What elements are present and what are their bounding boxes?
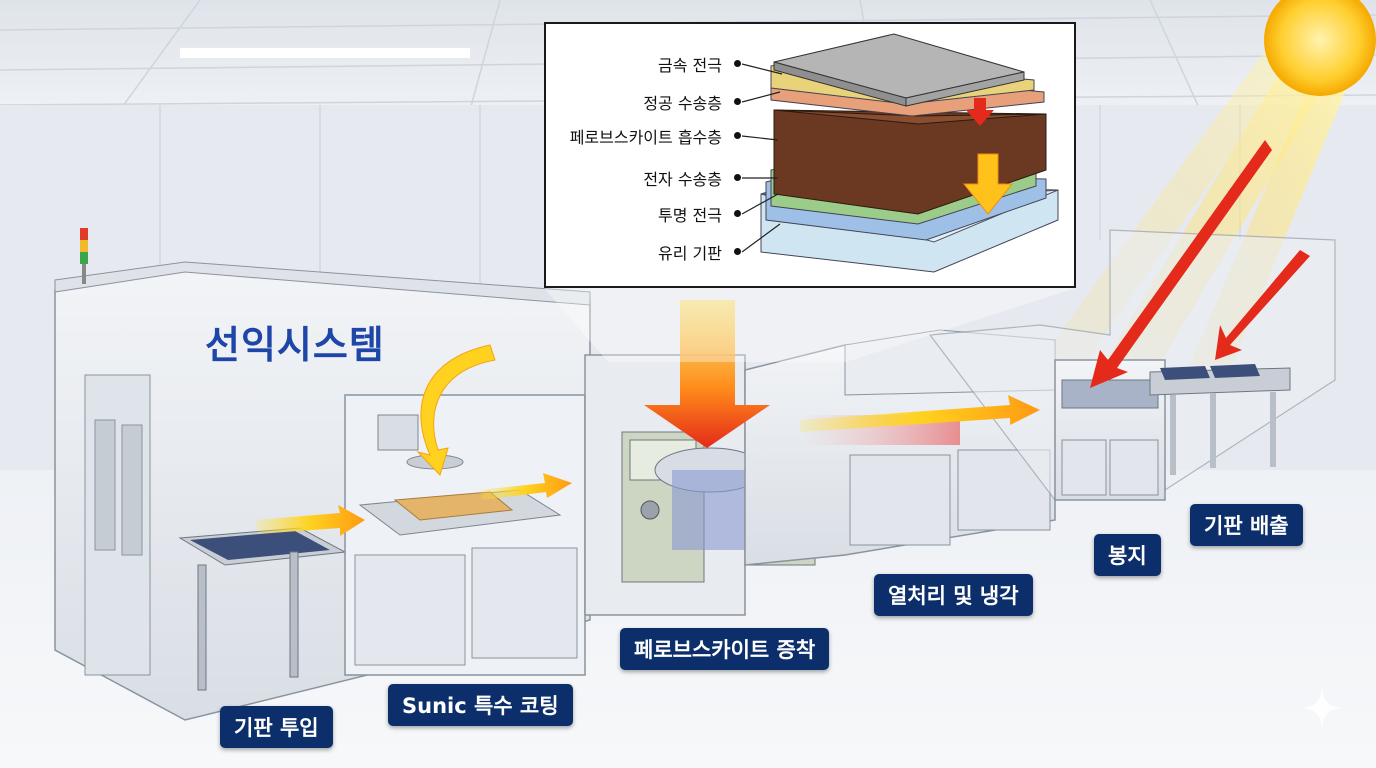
arrow-to-encapsulation-icon — [800, 395, 1040, 432]
output-conveyor — [1149, 364, 1291, 475]
layer-metal-electrode — [773, 33, 1025, 107]
layer-stack-diagram — [741, 33, 1059, 273]
layer-dot — [734, 174, 741, 181]
layer-dot — [734, 248, 741, 255]
leader-lines — [741, 63, 783, 253]
process-flow-arrows — [255, 140, 1310, 536]
input-conveyor — [178, 527, 347, 691]
station-label-deposition: 페로브스카이트 증착 — [620, 628, 830, 670]
brand-name: 선익시스템 — [205, 323, 385, 367]
station-label-input: 기판 투입 — [220, 706, 333, 748]
layer-label-transparent-electrode: 투명 전극 — [658, 206, 722, 225]
layer-dot — [734, 132, 741, 139]
signal-tower — [80, 228, 88, 284]
arrow-to-coating-icon — [255, 505, 365, 536]
coating-station — [344, 394, 586, 676]
sun-icon — [1264, 0, 1376, 96]
station-label-coating: Sunic 특수 코팅 — [388, 684, 573, 726]
sun-arrow-output-icon — [1215, 250, 1310, 360]
layer-label-electron-transport: 전자 수송층 — [643, 170, 722, 189]
deposition-arrow-icon — [644, 300, 770, 448]
layer-dot — [734, 210, 741, 217]
layer-label-metal-electrode: 금속 전극 — [658, 56, 722, 75]
arrow-into-coater-icon — [416, 344, 496, 476]
encapsulation-station — [928, 229, 1336, 501]
ceiling-light — [180, 48, 470, 58]
layer-label-hole-transport: 정공 수송층 — [643, 94, 722, 113]
inset-connector — [544, 288, 1076, 362]
layer-dot — [734, 98, 741, 105]
station-label-output: 기판 배출 — [1190, 504, 1303, 546]
light-arrow-small-icon — [966, 98, 994, 126]
sun-arrow-encap-icon — [1090, 140, 1272, 388]
layer-dot — [734, 60, 741, 67]
station-label-encapsulation: 봉지 — [1094, 534, 1161, 576]
layer-label-perovskite: 페로브스카이트 흡수층 — [569, 128, 722, 147]
layer-stack-inset: 금속 전극 정공 수송층 페로브스카이트 흡수층 전자 수송층 투명 전극 유리… — [544, 22, 1076, 288]
light-arrow-large-icon — [962, 153, 1014, 215]
station-label-annealing: 열처리 및 냉각 — [874, 574, 1033, 616]
layer-label-glass-substrate: 유리 기판 — [658, 244, 722, 263]
arrow-to-deposition-icon — [480, 473, 572, 500]
sparkle-icon — [1302, 688, 1342, 728]
